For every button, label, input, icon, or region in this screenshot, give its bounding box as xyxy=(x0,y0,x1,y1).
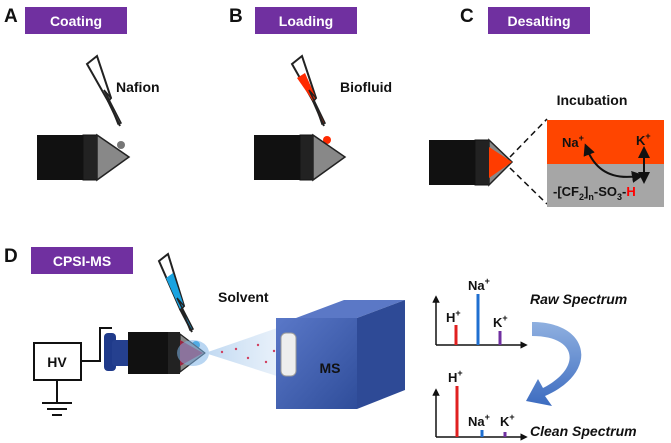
raw-spectrum-label: Raw Spectrum xyxy=(530,291,627,307)
clip-icon xyxy=(104,333,132,371)
hv-wire xyxy=(81,327,112,362)
biofluid-label: Biofluid xyxy=(340,79,392,95)
hv-label: HV xyxy=(47,354,67,370)
panel-b: B Loading Biofluid xyxy=(229,6,392,182)
clean-k-label: K+ xyxy=(500,412,515,429)
paper-tip-probe-icon xyxy=(429,138,514,187)
k-ion-label: K+ xyxy=(636,131,651,148)
solvent-wetted-tip xyxy=(177,340,209,366)
biofluid-droplet xyxy=(323,136,331,144)
raw-spectrum-plot: H+ Na+ K+ xyxy=(432,276,528,349)
loading-title: Loading xyxy=(279,13,333,29)
paper-tip-probe-icon xyxy=(254,133,347,182)
coating-title: Coating xyxy=(50,13,102,29)
clean-na-label: Na+ xyxy=(468,412,490,429)
coating-banner xyxy=(25,7,127,34)
spray-droplets xyxy=(220,343,276,364)
panel-letter-b: B xyxy=(229,6,243,27)
pipette-icon xyxy=(85,54,123,127)
mass-spectrometer-icon xyxy=(276,300,405,409)
ms-label: MS xyxy=(320,360,341,376)
curved-process-arrow xyxy=(526,322,582,406)
panel-a: A Coating Nafion xyxy=(4,6,160,182)
cpsi-ms-title: CPSI-MS xyxy=(53,253,111,269)
panel-d: D CPSI-MS Solvent HV xyxy=(4,246,637,441)
raw-na-label: Na+ xyxy=(468,276,490,293)
raw-h-label: H+ xyxy=(446,308,461,325)
zoom-line-top xyxy=(509,118,548,158)
solvent-label: Solvent xyxy=(218,289,269,305)
electrospray-plume xyxy=(205,326,283,378)
incubation-label: Incubation xyxy=(557,92,628,108)
zoom-line-bottom xyxy=(509,167,548,205)
loading-banner xyxy=(255,7,357,34)
panel-letter-d: D xyxy=(4,246,18,267)
clean-spectrum-label: Clean Spectrum xyxy=(530,423,637,439)
panel-letter-a: A xyxy=(4,6,18,27)
desalting-title: Desalting xyxy=(507,13,570,29)
paper-tip-probe-icon xyxy=(37,133,131,182)
na-ion-label: Na+ xyxy=(562,133,584,150)
cpsi-ms-banner xyxy=(31,247,133,274)
panel-letter-c: C xyxy=(460,6,474,27)
clean-spectrum-plot: H+ Na+ K+ xyxy=(432,368,528,441)
na-exchange-arrow xyxy=(583,143,644,183)
nafion-droplet xyxy=(117,141,125,149)
desalting-banner xyxy=(488,7,590,34)
ground-icon xyxy=(42,402,72,416)
nafion-sulfonate-formula: -[CF2]n-SO3-H xyxy=(553,184,636,202)
panel-c: C Desalting Incubation Na+ K+ -[CF2]n-SO… xyxy=(429,6,664,207)
pipette-icon xyxy=(157,252,195,333)
clean-h-label: H+ xyxy=(448,368,463,385)
nafion-label: Nafion xyxy=(116,79,160,95)
pipette-icon xyxy=(290,54,327,127)
raw-k-label: K+ xyxy=(493,313,508,330)
